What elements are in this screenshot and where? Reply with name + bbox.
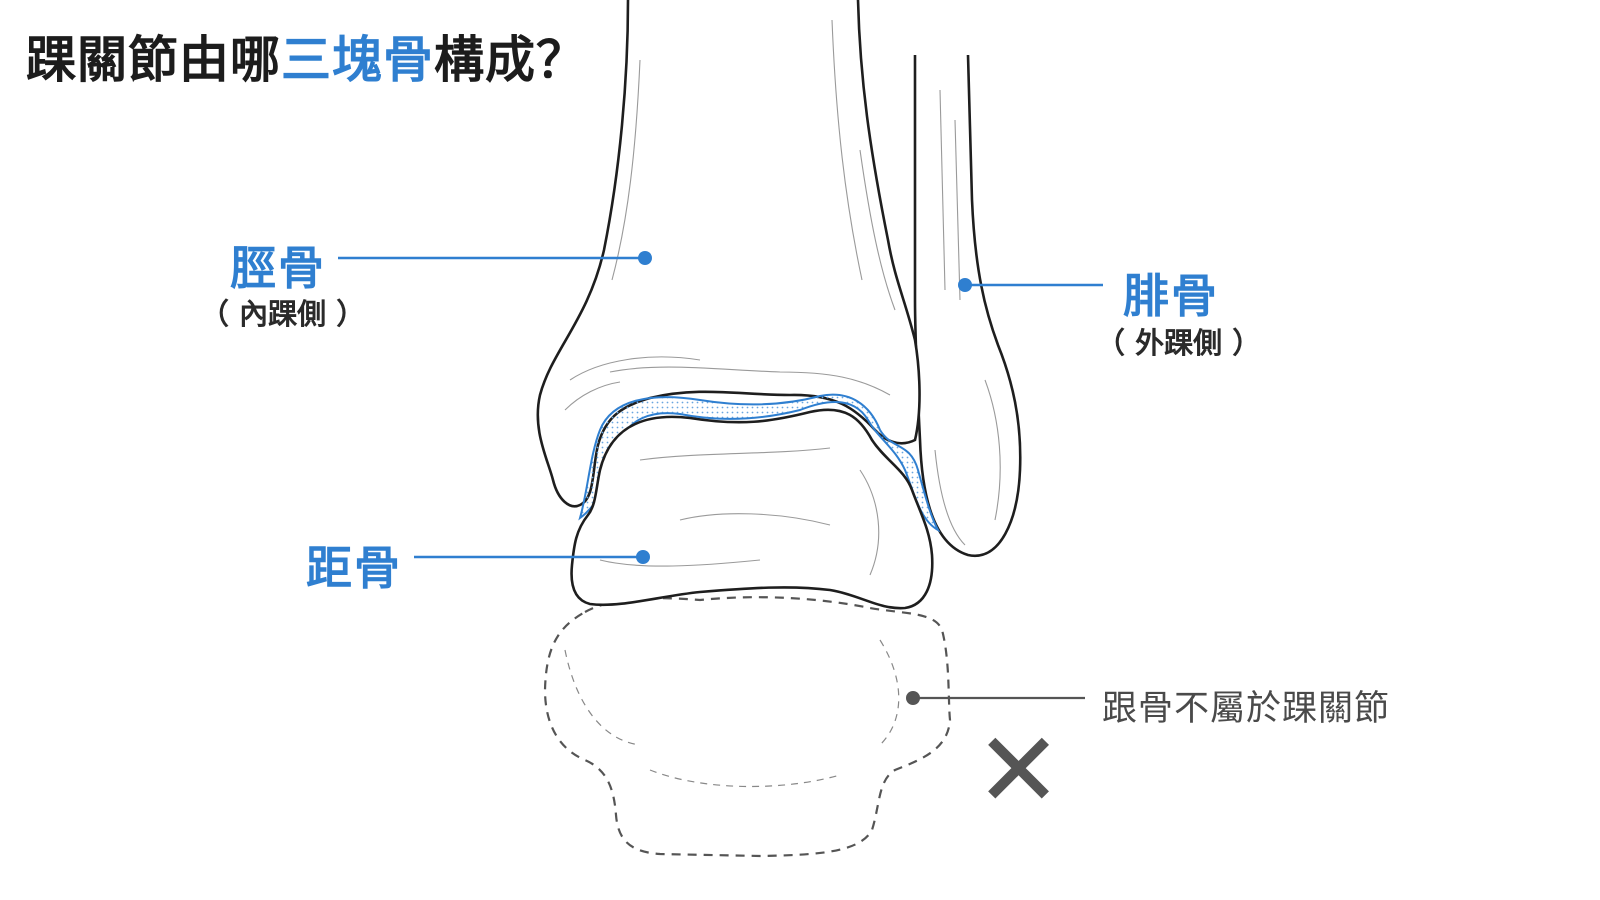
tibia-leader-dot (638, 251, 652, 265)
talus-shading (599, 447, 880, 576)
tibia-shading (564, 19, 896, 411)
joint-cartilage (578, 393, 941, 533)
page-title: 踝關節由哪三塊骨構成？ (26, 20, 587, 92)
calcaneus-leader-dot (906, 691, 920, 705)
tibia-label: 脛骨 (230, 241, 326, 295)
fibula-outline (913, 54, 1022, 558)
fibula-leader-dot (958, 278, 972, 292)
fibula-note: （ 外踝側 ） (1096, 326, 1262, 360)
calcaneus-note: 跟骨不屬於踝關節 (1102, 689, 1391, 729)
calcaneus-inner-contour (564, 639, 900, 788)
talus-leader-dot (636, 550, 650, 564)
title-prefix: 踝關節由哪 (26, 31, 281, 89)
fibula-shading (934, 89, 1001, 546)
title-suffix: 構成？ (434, 31, 587, 89)
fibula-label: 腓骨 (1123, 269, 1219, 323)
title-accent: 三塊骨 (281, 31, 434, 89)
excluded-x-icon: ✕ (975, 709, 1063, 831)
talus-label: 距骨 (306, 541, 402, 595)
talus-outline (570, 408, 934, 610)
tibia-note: （ 內踝側 ） (200, 297, 366, 331)
calcaneus-outline (543, 596, 952, 858)
